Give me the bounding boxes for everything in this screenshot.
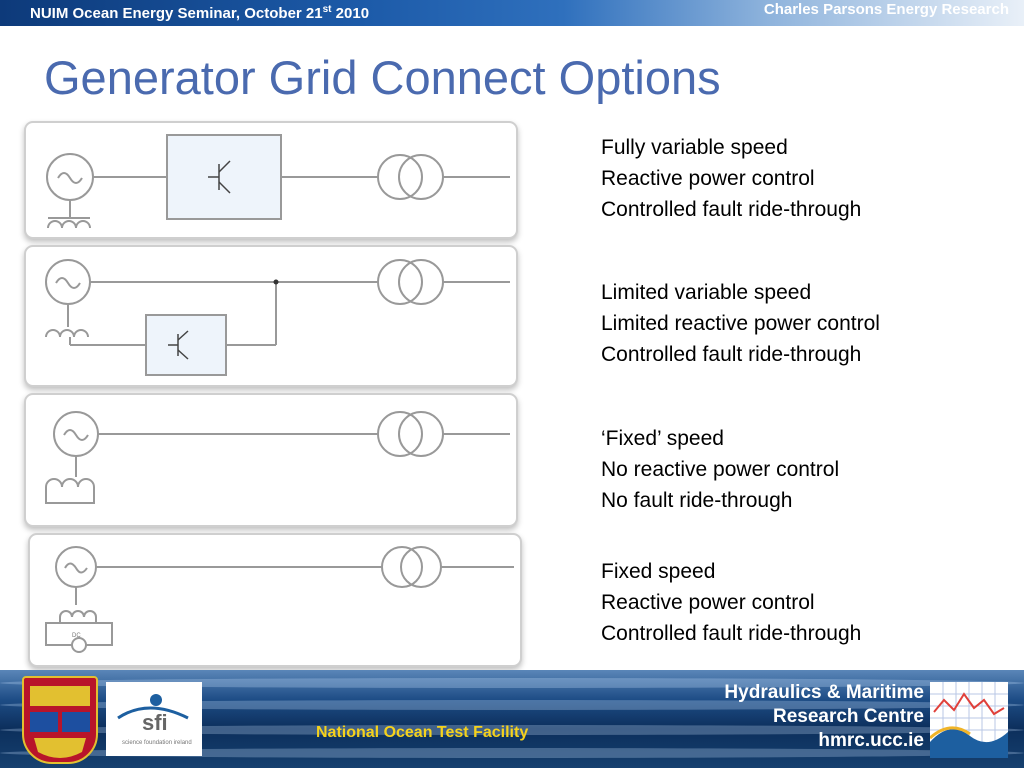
- diagram-panel-2: [24, 245, 518, 387]
- hmrc-line-2: Research Centre: [772, 706, 924, 727]
- fixed-speed-diagram: [45, 411, 510, 504]
- option-3-line-2: No reactive power control: [601, 458, 840, 481]
- option-3-line-3: No fault ride-through: [601, 489, 793, 512]
- facility-label: National Ocean Test Facility: [316, 724, 529, 741]
- option-1-line-1: Fully variable speed: [601, 136, 788, 159]
- option-2-line-2: Limited reactive power control: [601, 312, 880, 335]
- hmrc-label: Hydraulics & Maritime Research Centre hm…: [724, 681, 924, 753]
- option-4-description: Fixed speed Reactive power control Contr…: [601, 556, 861, 649]
- fully-variable-speed-diagram: [46, 134, 510, 229]
- option-2-line-3: Controlled fault ride-through: [601, 343, 862, 366]
- sfi-logo-text: sfi: [142, 710, 168, 735]
- sfi-logo-subtext: science foundation ireland: [122, 740, 192, 746]
- seminar-label: NUIM Ocean Energy Seminar, October 21st …: [30, 4, 370, 22]
- dc-label: DC: [72, 633, 81, 639]
- hmrc-line-1: Hydraulics & Maritime: [724, 682, 924, 703]
- diagram-panel-3: [24, 393, 518, 527]
- option-2-description: Limited variable speed Limited reactive …: [601, 277, 880, 370]
- page-title: Generator Grid Connect Options: [44, 51, 721, 104]
- footer-banner: sfi science foundation ireland National …: [0, 670, 1024, 768]
- sfi-logo: sfi science foundation ireland: [106, 682, 202, 756]
- hmrc-logo: [928, 682, 1008, 758]
- option-3-description: ‘Fixed’ speed No reactive power control …: [601, 423, 839, 516]
- option-1-description: Fully variable speed Reactive power cont…: [601, 132, 861, 225]
- hmrc-url: hmrc.ucc.ie: [818, 730, 924, 751]
- option-1-line-2: Reactive power control: [601, 167, 815, 190]
- option-4-line-1: Fixed speed: [601, 560, 716, 583]
- option-1-line-3: Controlled fault ride-through: [601, 198, 862, 221]
- option-3-line-1: ‘Fixed’ speed: [601, 427, 724, 450]
- diagram-panel-4: DC: [28, 533, 522, 667]
- fixed-speed-dc-diagram: DC: [45, 546, 514, 653]
- university-crest-logo: [22, 676, 98, 764]
- header-bar: NUIM Ocean Energy Seminar, October 21st …: [0, 0, 1024, 26]
- option-4-line-3: Controlled fault ride-through: [601, 622, 862, 645]
- diagram-panel-1: [24, 121, 518, 239]
- limited-variable-speed-diagram: [45, 259, 510, 376]
- option-2-line-1: Limited variable speed: [601, 281, 812, 304]
- option-4-line-2: Reactive power control: [601, 591, 815, 614]
- org-label: Charles Parsons Energy Research: [763, 1, 1009, 18]
